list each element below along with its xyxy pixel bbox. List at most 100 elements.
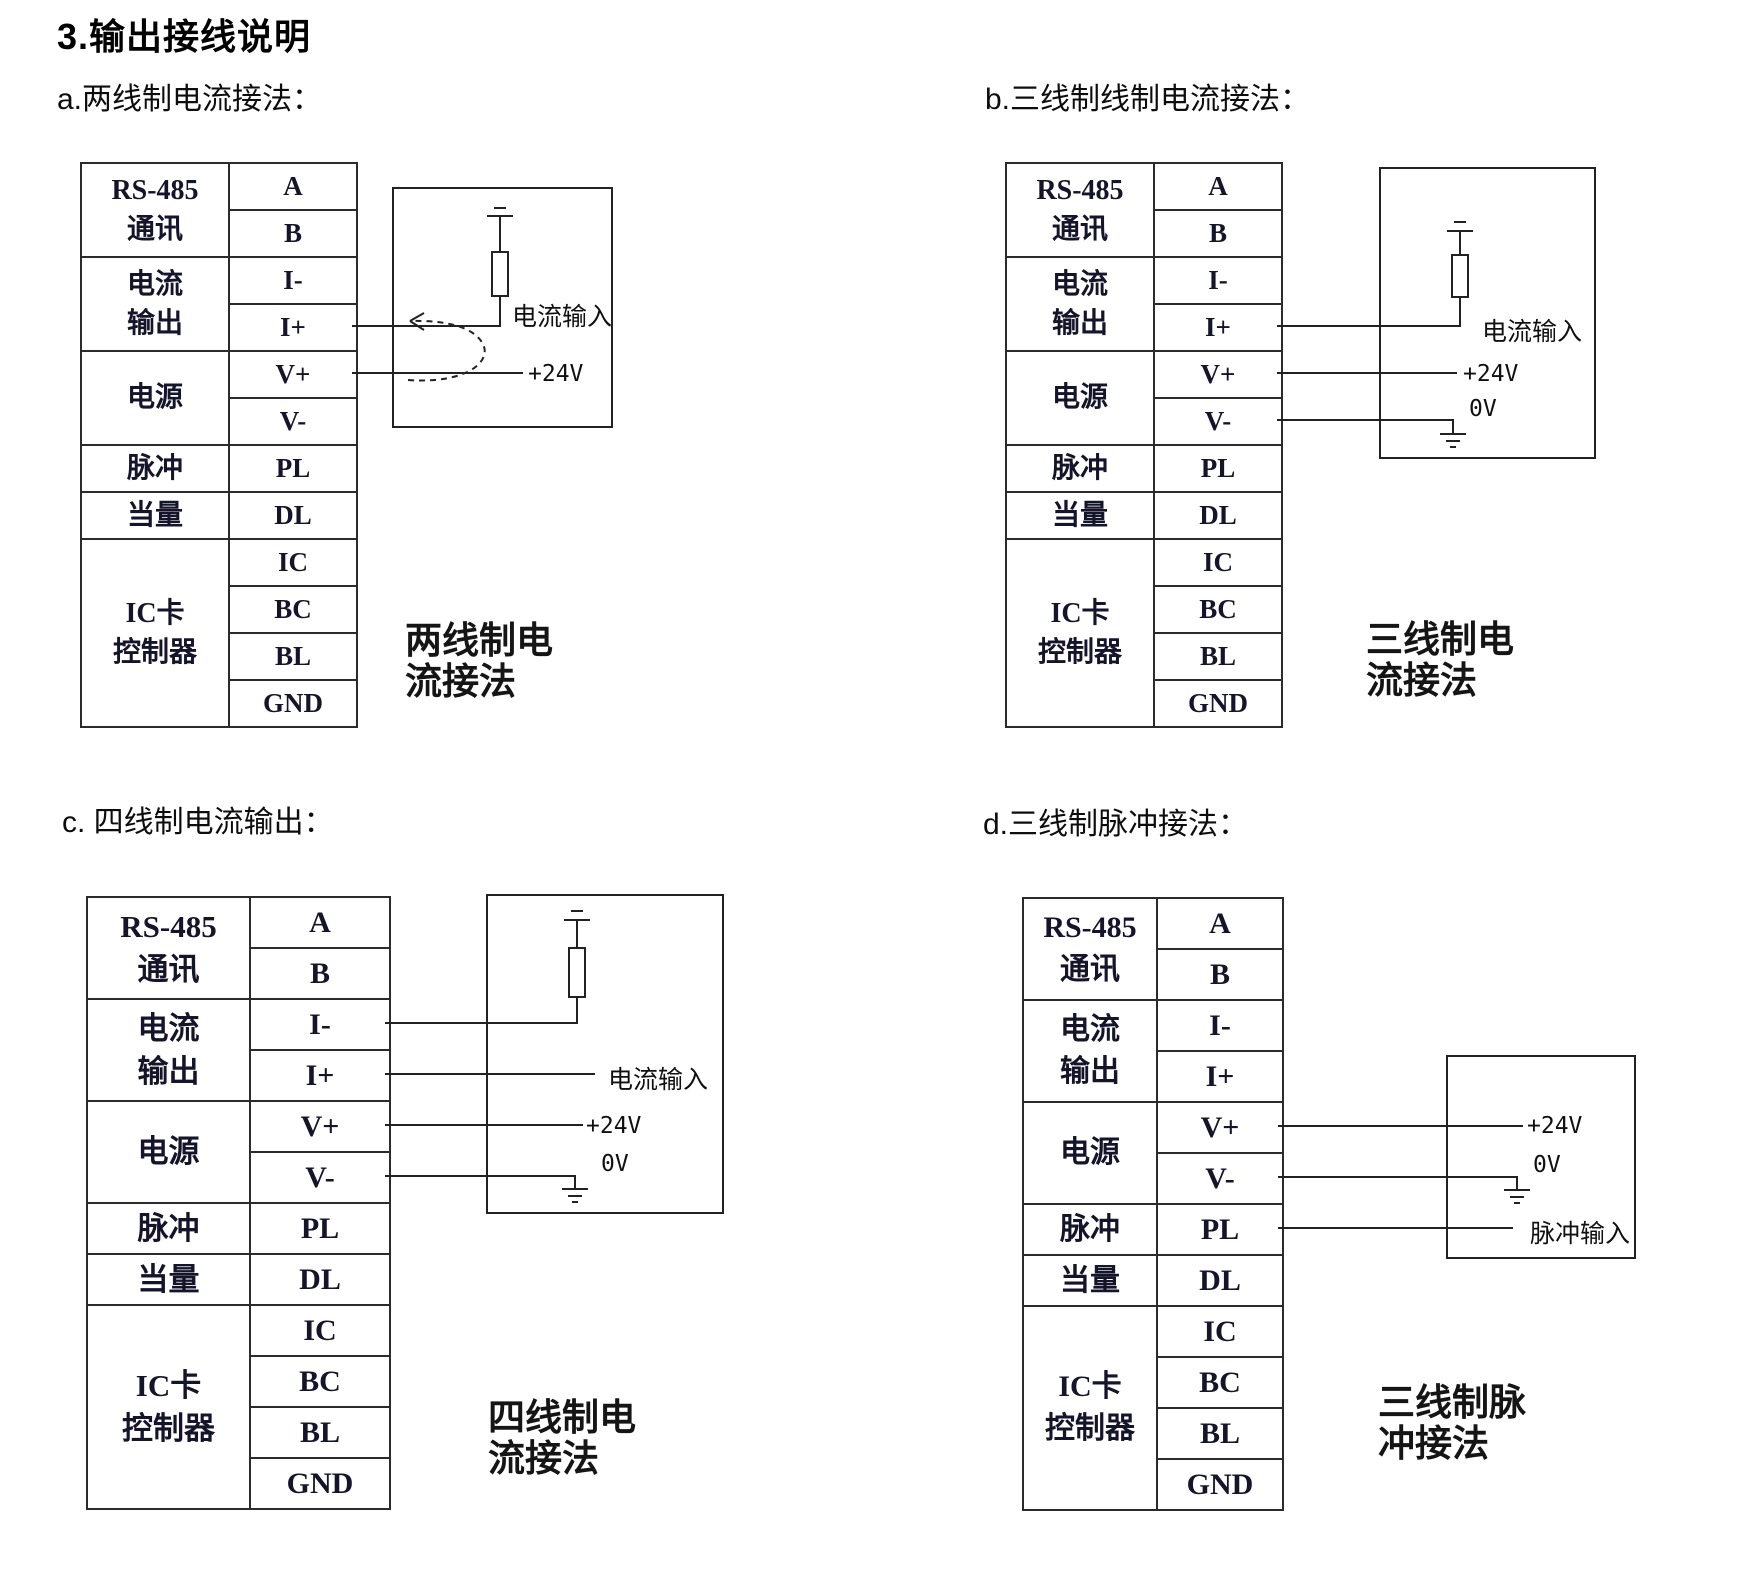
caption-line: 三线制脉 [1378,1383,1526,1424]
terminal-pin: GND [1153,679,1283,728]
terminal-pin: BC [1153,585,1283,634]
caption-d: 三线制脉 冲接法 [1378,1383,1526,1465]
ground-icon [1440,434,1466,447]
terminal-pin: GND [249,1457,391,1510]
terminal-row: BL [1006,632,1283,681]
terminal-row: V- [1006,397,1283,446]
terminal-row: BL [87,1406,391,1459]
terminal-pin: I- [1153,256,1283,305]
terminal-group-label-line: RS-485 [1036,174,1124,206]
terminal-pin: BC [1156,1356,1284,1409]
terminal-group-label-line: 电源 [137,1134,200,1170]
ground-icon [1504,1190,1530,1203]
terminal-group-label: 脉冲 [1022,1203,1158,1256]
caption-line: 流接法 [488,1439,599,1480]
terminal-group-label: 电流输出 [1005,256,1155,352]
terminal-pin: I- [1156,999,1284,1052]
terminal-pin: V+ [228,350,358,399]
terminal-pin: IC [1153,538,1283,587]
terminal-row: 电源 V+ [80,350,358,446]
terminal-pin: A [228,162,358,211]
terminal-group-label-line: 脉冲 [1060,1212,1120,1246]
section-b-label: b.三线制线制电流接法： [985,83,1311,116]
terminal-row: B [87,947,391,1000]
terminal-row: BC [1023,1356,1284,1409]
terminal-pin: PL [228,444,358,493]
terminal-pin: DL [228,491,358,540]
terminal-group-label-line: 电流 [137,1010,200,1046]
terminal-pin: A [249,896,391,949]
ground-icon [562,1189,588,1202]
terminal-group-label: 电流输出 [86,998,251,1102]
caption-a: 两线制电 流接法 [405,621,553,703]
terminal-group-label-line: 通讯 [1060,953,1120,986]
wire-v-minus [385,1176,575,1189]
terminal-pin: B [1156,948,1284,1001]
terminal-pin: GND [1156,1458,1284,1511]
terminal-pin: V+ [1153,350,1283,399]
current-direction-arrow [408,313,485,380]
terminal-group-label-line: IC卡 [1058,1370,1122,1403]
terminal-row: GND [1006,679,1283,728]
terminal-row: BC [1006,585,1283,634]
wire-label-0v: 0V [1533,1152,1561,1178]
terminal-row: B [1023,948,1284,1001]
terminal-group-label-line: RS-485 [120,908,217,944]
wire-label-24v: +24V [1527,1113,1583,1139]
wire-v-minus [1278,1177,1517,1190]
terminal-pin: GND [228,679,358,728]
terminal-group-label-line: RS-485 [111,174,199,206]
terminal-group-label-line: 脉冲 [137,1210,200,1246]
terminal-group-label-line: 电源 [1051,382,1108,414]
terminal-row: BL [1023,1407,1284,1460]
terminal-group-label: 电源 [1022,1101,1158,1205]
terminal-group-label-line: IC卡 [1050,597,1110,629]
ground-icon [564,911,590,948]
terminal-group-label: 脉冲 [80,444,230,493]
terminal-pin: BL [249,1406,391,1459]
terminal-group-label: 电流输出 [1022,999,1158,1103]
terminal-pin: IC [249,1304,391,1357]
terminal-group-label: 当量 [1005,491,1155,540]
terminal-row: BL [81,632,358,681]
terminal-row: V- [81,397,358,446]
terminal-row: B [1006,209,1283,258]
wire-label-24v: +24V [586,1113,642,1139]
terminal-group-label-line: 输出 [1051,308,1108,339]
page-title: 3.输出接线说明 [57,16,312,57]
terminal-group-label: 当量 [86,1253,251,1306]
terminal-pin: PL [1156,1203,1284,1256]
terminal-group-label-line: 输出 [1060,1055,1120,1088]
terminal-group-label-line: 电源 [126,382,183,414]
terminal-group-label-line: IC卡 [125,597,185,629]
terminal-pin: BL [1156,1407,1284,1460]
ground-icon [1447,222,1473,255]
caption-line: 冲接法 [1378,1424,1489,1465]
terminal-group-label-line: 控制器 [122,1411,215,1446]
terminal-group-label: IC卡控制器 [80,538,230,728]
resistor-icon [569,948,585,997]
caption-line: 四线制电 [488,1398,636,1439]
terminal-row: GND [1023,1458,1284,1511]
terminal-row: I+ [81,303,358,352]
terminal-pin: I- [249,998,391,1051]
terminal-group-label: IC卡控制器 [1005,538,1155,728]
terminal-pin: IC [1156,1305,1284,1358]
section-d-label: d.三线制脉冲接法： [983,808,1249,841]
terminal-pin: BL [1153,632,1283,681]
wire-label-current-input: 电流输入 [608,1067,709,1094]
ground-icon [487,208,513,252]
